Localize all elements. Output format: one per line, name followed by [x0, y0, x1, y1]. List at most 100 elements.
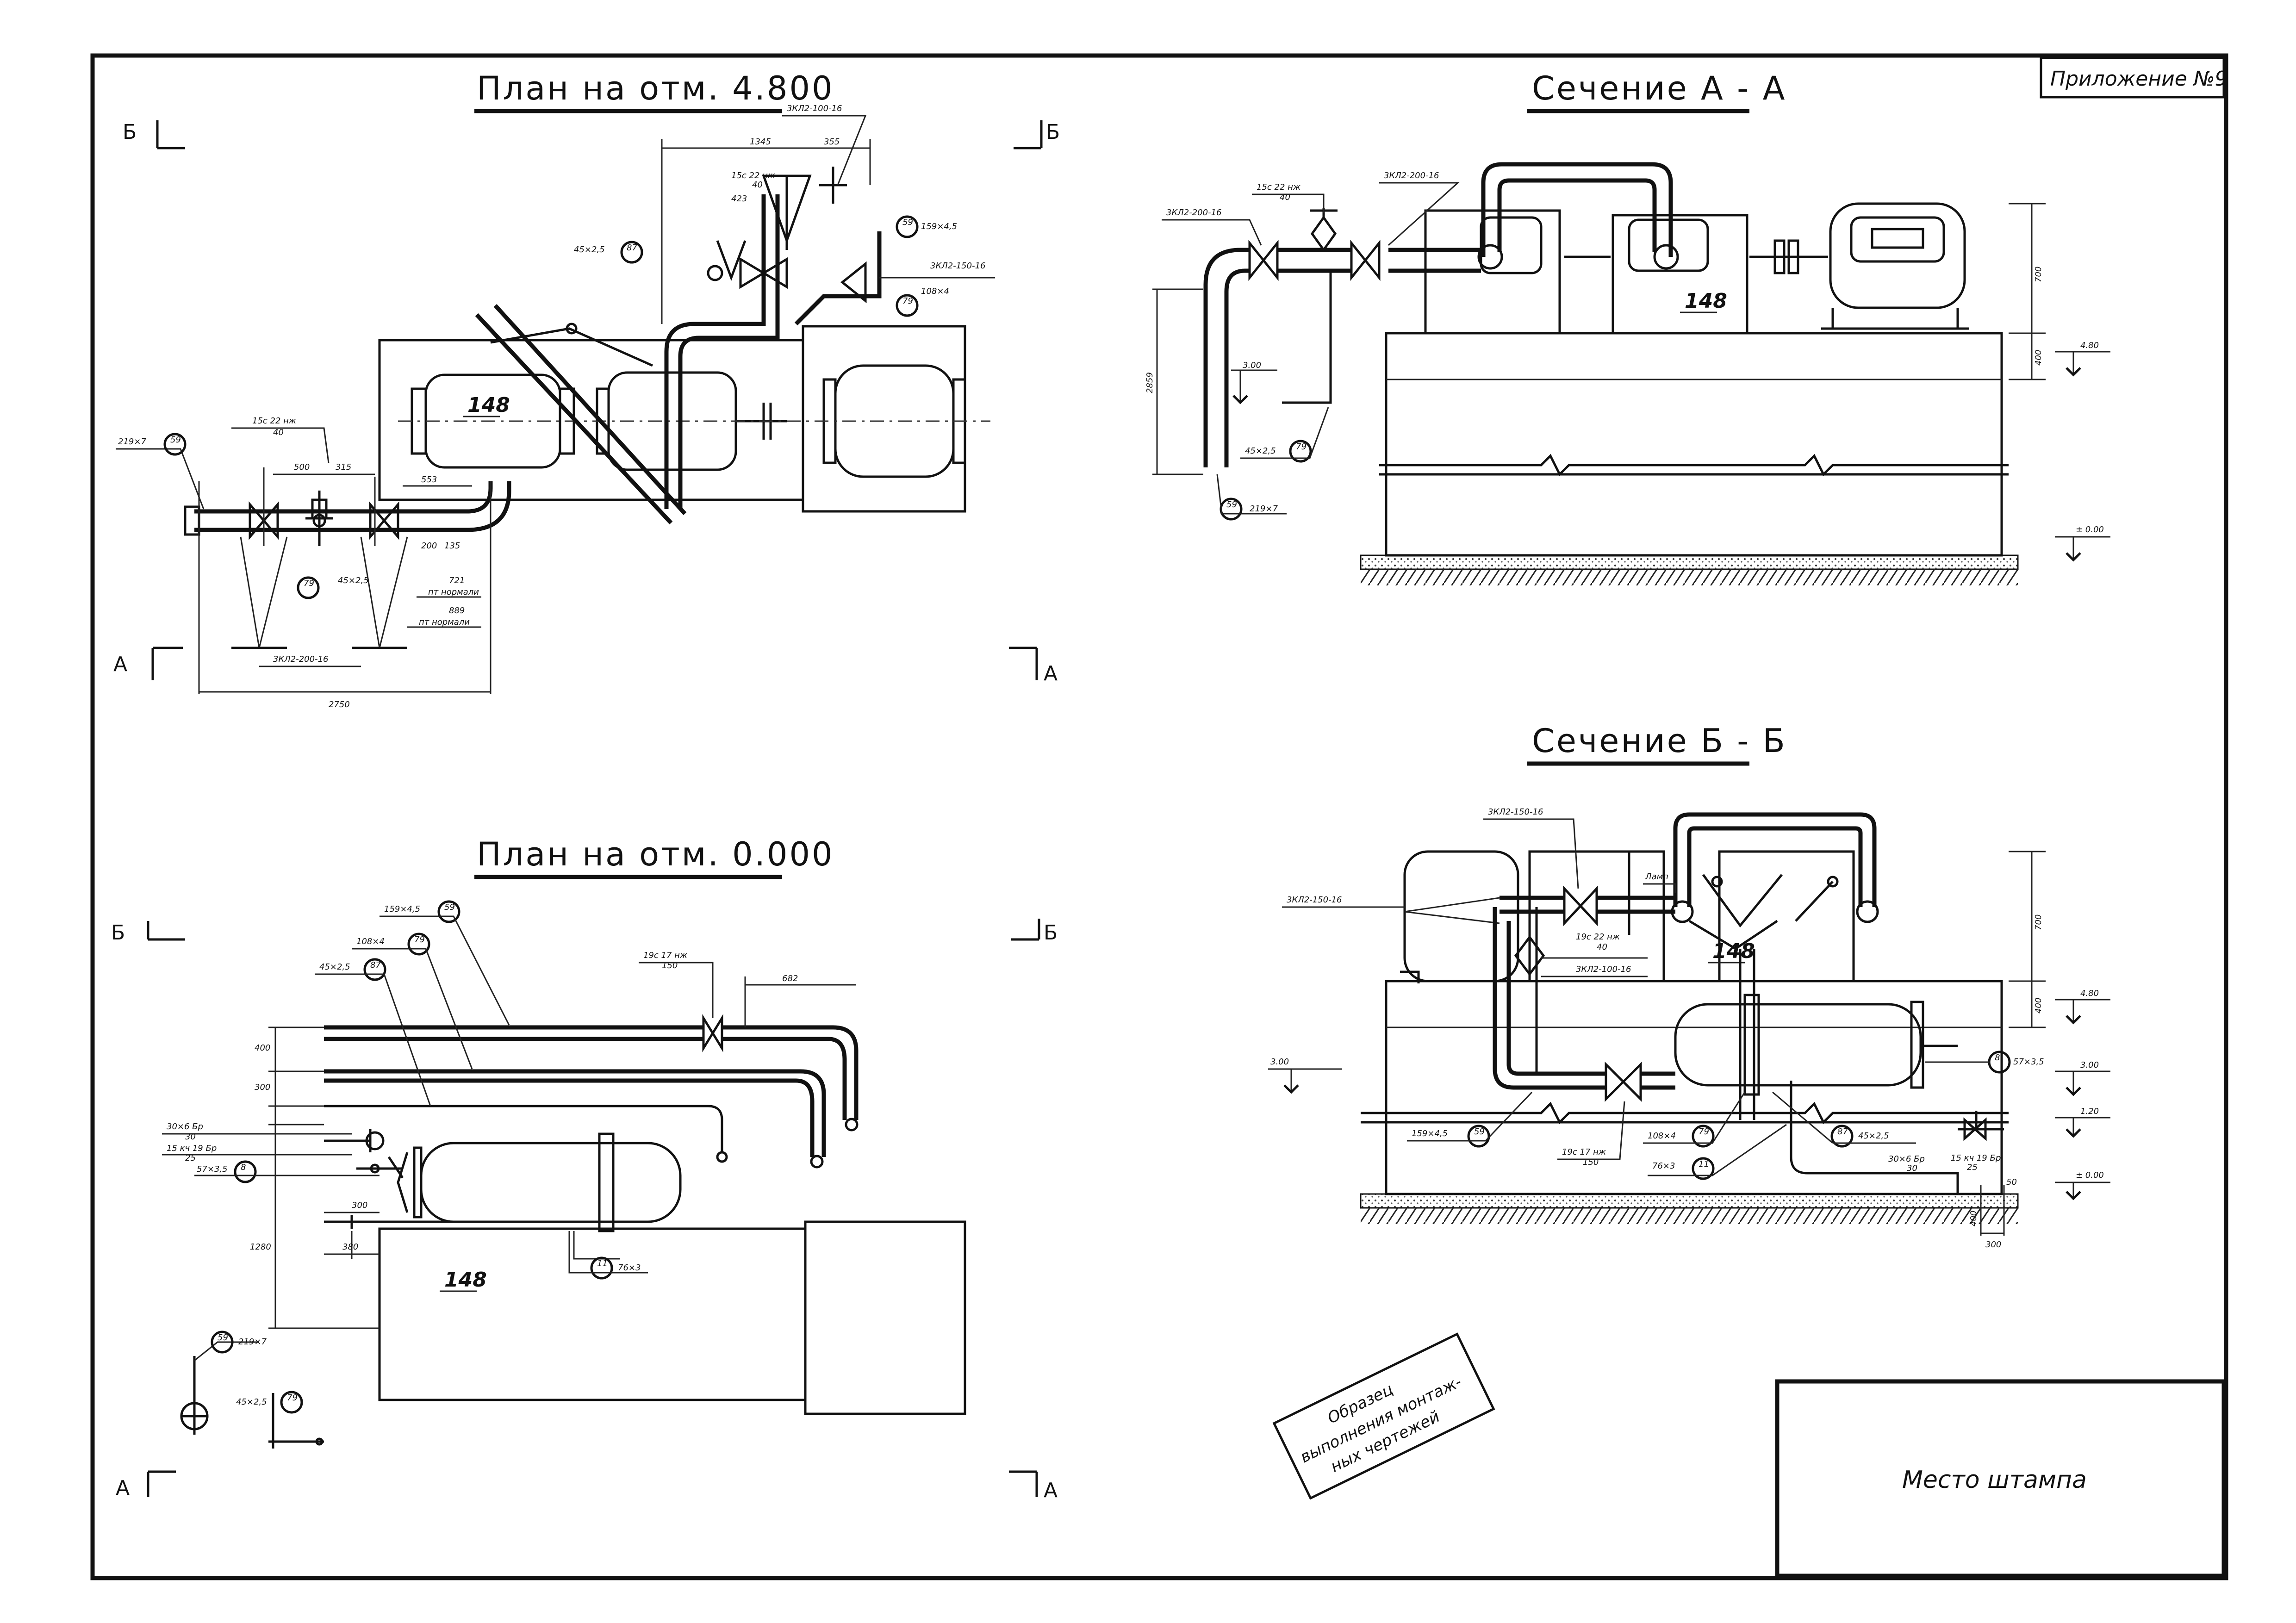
section-bb-pipe-76: 76×3: [1652, 1161, 1675, 1171]
section-bb-title: Сечение Б - Б: [1532, 722, 1787, 760]
section-aa-foundation: [1385, 332, 2003, 557]
plan-bottom-mark-a-left: А: [116, 1476, 130, 1500]
plan-top-mark-b-left: Б: [123, 120, 137, 144]
appendix-label: Приложение №9: [2050, 67, 2228, 91]
section-bb-valve-a: 19с 22 нж: [1576, 932, 1620, 942]
plan-bottom-pump-no: 148: [444, 1268, 487, 1292]
section-bb-small-2: 15 кч 19 Бр: [1951, 1153, 2001, 1163]
section-bb-elev-000: ± 0.00: [2076, 1170, 2104, 1180]
section-aa-dim-2859: 2859: [1145, 372, 1155, 393]
section-aa-pump-2: [1612, 214, 1748, 335]
section-bb-view: Сечение Б - Б 148: [1268, 722, 2110, 1250]
section-aa-dim-400: 400: [2034, 350, 2043, 366]
section-bb-pipe-159: 159×4,5: [1412, 1129, 1448, 1138]
plan-top-dim-1345: 1345: [750, 137, 771, 147]
section-bb-elev-480: 4.80: [2080, 989, 2099, 998]
plan-top-flange-150: 3КЛ2-150-16: [930, 261, 985, 271]
plan-bottom-valve: 19с 17 нж: [643, 951, 688, 960]
section-bb-lamp: Ламп: [1645, 872, 1668, 882]
section-aa-valve: 15с 22 нж: [1257, 182, 1301, 192]
section-bb-flange-100: 3КЛ2-100-16: [1576, 964, 1631, 974]
plan-bottom-dim-1280: 1280: [250, 1242, 271, 1252]
plan-bottom-tank: [420, 1142, 682, 1223]
plan-bottom-ref-79: 79: [414, 935, 425, 945]
plan-bottom-ref-8: 8: [241, 1163, 246, 1172]
plan-bottom-pipe-45: 45×2,5: [319, 962, 350, 972]
plan-bottom-ref-79b: 79: [287, 1393, 298, 1403]
plan-top-dim-2750: 2750: [329, 700, 350, 709]
section-aa-pump-no: 148: [1685, 289, 1727, 313]
section-aa-ref-79: 79: [1296, 442, 1307, 452]
plan-top-dim-553: 553: [421, 475, 437, 485]
section-bb-pipe-45: 45×2,5: [1858, 1131, 1889, 1141]
section-aa-motor: [1829, 202, 1966, 309]
section-aa-title: Сечение А - А: [1532, 69, 1786, 107]
section-bb-valve-a-n: 40: [1597, 942, 1607, 952]
plan-top-mark-a-left: А: [113, 653, 127, 676]
section-bb-ref-8: 8: [1995, 1053, 2000, 1063]
plan-bottom-mark-b-left: Б: [111, 921, 125, 945]
section-bb-small-1n: 30: [1907, 1163, 1917, 1173]
plan-top-pipe-45: 45×2,5: [574, 245, 605, 255]
plan-bottom-pipe-76: 76×3: [618, 1263, 641, 1273]
plan-top-view: План на отм. 4.800 Б Б А А 148: [113, 69, 1060, 709]
section-bb-dim-300: 300: [1985, 1240, 2001, 1250]
plan-bottom-dim-300b: 300: [352, 1200, 367, 1210]
plan-top-valve-a: 15с 22 нж: [731, 171, 776, 180]
section-bb-flange-150b: 3КЛ2-150-16: [1287, 895, 1342, 905]
plan-bottom-left-2n: 25: [185, 1153, 196, 1163]
section-bb-small-1: 30×6 Бр: [1888, 1154, 1925, 1164]
plan-top-pipe-219: 219×7: [118, 437, 146, 447]
section-bb-dim-400b: 400: [1969, 1211, 1979, 1226]
section-bb-pipe-57: 57×3,5: [2013, 1057, 2044, 1067]
plan-bottom-dim-300: 300: [255, 1082, 270, 1092]
plan-bottom-left-3: 57×3,5: [197, 1164, 228, 1174]
plan-top-mark-b-right: Б: [1046, 120, 1060, 144]
section-aa-pipe-219: 219×7: [1250, 504, 1278, 514]
plan-top-pump-no: 148: [467, 393, 510, 417]
plan-bottom-title: План на отм. 0.000: [477, 835, 834, 873]
plan-top-flange-200: 3КЛ2-200-16: [273, 654, 328, 664]
plan-bottom-ref-59b: 59: [218, 1333, 228, 1343]
plan-bottom-ref-11: 11: [597, 1259, 608, 1269]
sheet-frame: [90, 53, 2228, 1580]
section-aa-flange-200b: 3КЛ2-200-16: [1384, 171, 1439, 180]
sample-stamp: Образец выполнения монтаж- ных чертежей: [1272, 1332, 1495, 1500]
plan-bottom-dim-682: 682: [782, 974, 798, 983]
section-aa-dim-700: 700: [2034, 267, 2043, 282]
section-bb-ref-59: 59: [1474, 1127, 1485, 1137]
plan-top-mark-a-right: А: [1044, 662, 1058, 685]
plan-top-dim-500: 500: [294, 462, 310, 472]
section-aa-pipe-45: 45×2,5: [1245, 446, 1276, 456]
plan-top-title: План на отм. 4.800: [477, 69, 834, 107]
stamp-area: Место штампа: [1775, 1379, 2226, 1578]
section-aa-ref-59: 59: [1226, 500, 1237, 510]
section-bb-ref-11: 11: [1699, 1159, 1709, 1169]
plan-bottom-foundation: [378, 1227, 807, 1401]
section-bb-pump-no: 148: [1712, 939, 1755, 963]
plan-bottom-ref-87: 87: [370, 960, 381, 970]
plan-bottom-pipe-219: 219×7: [238, 1337, 267, 1347]
section-bb-valve-b: 19с 17 нж: [1562, 1147, 1606, 1157]
plan-top-valve-a-n: 40: [752, 180, 763, 190]
plan-top-dim-135: 135: [444, 541, 460, 551]
plan-bottom-dim-400: 400: [255, 1043, 270, 1053]
plan-top-dim-889: 889: [449, 606, 465, 616]
section-aa-elev-480: 4.80: [2080, 341, 2099, 350]
section-aa-view: Сечение А - А 148: [1145, 69, 2110, 585]
plan-bottom-mark-a-right: А: [1044, 1479, 1058, 1502]
appendix-box: [2040, 56, 2225, 99]
plan-top-ref-59: 59: [902, 218, 913, 227]
section-bb-dim-700: 700: [2034, 914, 2043, 930]
plan-top-dim-721: 721: [449, 576, 465, 585]
section-bb-pipe-108: 108×4: [1648, 1131, 1676, 1141]
section-bb-elev-300b: 3.00: [2080, 1060, 2099, 1070]
plan-bottom-ref-59: 59: [444, 902, 455, 912]
plan-top-dim-200: 200: [421, 541, 437, 551]
plan-bottom-view: План на отм. 0.000 Б Б А А 148: [111, 835, 1058, 1502]
plan-top-ref-79b: 79: [304, 578, 314, 588]
section-aa-elev-300: 3.00: [1243, 361, 1261, 370]
plan-top-valve-b: 15с 22 нж: [252, 416, 297, 426]
plan-top-note-norm1: пт нормали: [428, 587, 479, 597]
section-bb-ref-79: 79: [1699, 1127, 1709, 1137]
